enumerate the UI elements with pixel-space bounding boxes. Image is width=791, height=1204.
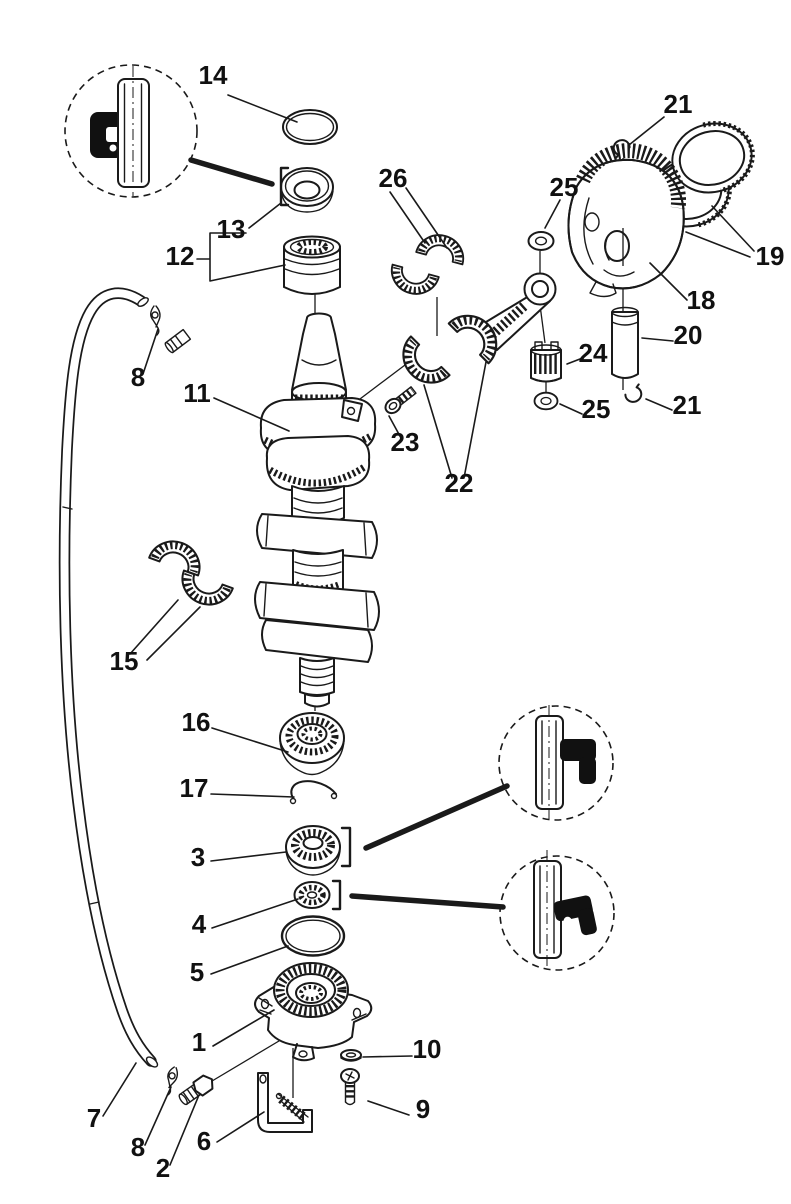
- callout-26: 26: [379, 163, 408, 193]
- leader-5: [210, 945, 289, 975]
- callout-15: 15: [110, 646, 139, 676]
- leader-8-bottom: [144, 1086, 172, 1146]
- callout-1: 1: [192, 1027, 206, 1057]
- callout-9: 9: [416, 1094, 430, 1124]
- bearing-shells-26: [387, 230, 469, 299]
- callout-24: 24: [579, 338, 608, 368]
- small-tube: [164, 328, 192, 354]
- pin-clip-21-bottom: [622, 383, 645, 406]
- leader-6: [216, 1111, 265, 1143]
- bearing-shells-15: [149, 534, 233, 612]
- callout-4: 4: [192, 909, 207, 939]
- leader-7: [102, 1062, 137, 1117]
- washer-25-bottom: [533, 391, 559, 411]
- callout-3: 3: [191, 842, 205, 872]
- leader-10: [362, 1055, 413, 1058]
- leader-16: [211, 727, 289, 753]
- piston-18: [567, 143, 687, 298]
- leader-24: [566, 358, 581, 365]
- callout-5: 5: [190, 957, 204, 987]
- leader-11: [213, 397, 290, 432]
- leader-14: [227, 94, 298, 123]
- oring-5: [280, 915, 346, 957]
- callout-6: 6: [197, 1126, 211, 1156]
- callout-20: 20: [674, 320, 703, 350]
- bearing-housing-12: [283, 235, 341, 295]
- callout-18: 18: [687, 285, 716, 315]
- bolt-9: [340, 1068, 360, 1106]
- piston-pin-20: [611, 306, 639, 379]
- callout-13: 13: [217, 214, 246, 244]
- leader-22: [423, 361, 487, 479]
- callout-17: 17: [180, 773, 209, 803]
- leader-3: [210, 851, 287, 862]
- seal-detail-circle-top-left: [64, 64, 198, 198]
- leader-21-bottom: [645, 398, 673, 411]
- leader-21-top: [628, 116, 665, 146]
- leader-23: [388, 415, 402, 439]
- callout-labels: 14 13 12 26 25 21 19 18 20 24 25 21 23 2…: [87, 60, 785, 1183]
- bracket-spring-6: [257, 1072, 313, 1133]
- callout-8-top: 8: [131, 362, 145, 392]
- callout-16: 16: [182, 707, 211, 737]
- callout-21-top: 21: [664, 89, 693, 119]
- callout-25-bottom: 25: [582, 394, 611, 424]
- leader-4: [211, 898, 299, 929]
- callout-25-top: 25: [550, 172, 579, 202]
- leader-18: [649, 262, 688, 301]
- callout-21-bottom: 21: [673, 390, 702, 420]
- leader-9: [367, 1100, 410, 1116]
- leader-15: [129, 599, 201, 661]
- hose-clamp-bottom: [160, 1065, 181, 1098]
- seal-4: [293, 879, 342, 911]
- seal-detail-circle-right-top: [498, 705, 614, 821]
- oring-14: [282, 109, 338, 145]
- callout-8-bottom: 8: [131, 1132, 145, 1162]
- rod-cap-22: [392, 336, 449, 393]
- callout-7: 7: [87, 1103, 101, 1133]
- callout-14: 14: [199, 60, 228, 90]
- hose: [58, 287, 159, 1068]
- leader-1: [212, 1009, 275, 1047]
- callout-10: 10: [413, 1034, 442, 1064]
- callout-11: 11: [183, 378, 211, 408]
- bearing-housing-1: [254, 962, 373, 1062]
- leader-26: [389, 187, 448, 249]
- magnifier-connectors: [188, 157, 510, 910]
- leader-25-bottom: [559, 403, 583, 415]
- bolt-23: [384, 386, 417, 415]
- callout-12: 12: [166, 241, 195, 271]
- leader-25-top: [544, 199, 561, 229]
- washer-10: [340, 1049, 362, 1062]
- callout-2: 2: [156, 1153, 170, 1183]
- seal-detail-circle-right-bottom: [499, 850, 615, 971]
- leader-lines: [102, 94, 755, 1166]
- bearing-3: [285, 825, 352, 876]
- leader-20: [641, 337, 674, 342]
- leader-19: [685, 205, 755, 258]
- leader-13: [248, 202, 282, 229]
- callout-22: 22: [445, 468, 474, 498]
- connecting-rod: [449, 272, 557, 364]
- leader-2: [169, 1094, 200, 1166]
- needle-bearing-24: [530, 341, 562, 383]
- leader-8-top: [142, 328, 159, 375]
- circlip-17: [289, 780, 338, 805]
- callout-23: 23: [391, 427, 420, 457]
- elbow-fitting-2: [178, 1074, 214, 1106]
- callout-19: 19: [756, 241, 785, 271]
- crankshaft: [254, 312, 380, 708]
- hose-clamp-top: [150, 305, 161, 336]
- leader-12-bracket: [196, 232, 286, 282]
- bearing-13: [279, 166, 334, 213]
- washer-25-top: [527, 231, 555, 251]
- ball-bearing-16: [279, 712, 345, 776]
- leader-17: [210, 793, 295, 798]
